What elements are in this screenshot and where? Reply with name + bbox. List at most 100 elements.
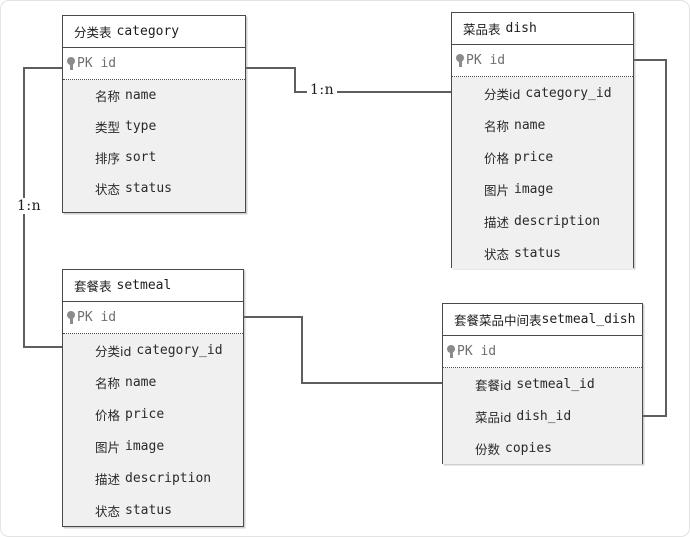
field-label-cn: 状态 [95, 182, 121, 197]
entity-dish-title-en: dish [505, 21, 537, 36]
entity-dish-pk-row: PK id [452, 45, 633, 77]
connector-category-setmeal-seg3 [23, 346, 63, 348]
field-label-en: category_id [525, 85, 612, 101]
field-label-en: type [125, 119, 157, 134]
connector-setmeal-setmealdish-seg3 [301, 382, 442, 384]
field-label-cn: 价格 [95, 407, 121, 423]
field-label-cn: 菜品id [475, 409, 512, 425]
field-row: 类型 type [63, 111, 245, 142]
connector-dish-setmealdish-seg1 [634, 59, 667, 61]
field-label-cn: 分类id [95, 343, 132, 359]
entity-dish-body: 分类id category_id 名称 name 价格 price 图片 ima… [452, 77, 633, 269]
entity-setmeal-dish-pk-row: PK id [443, 336, 642, 368]
entity-setmeal-body: 分类id category_id 名称 name 价格 price 图片 ima… [63, 334, 243, 526]
field-label-en: status [125, 502, 172, 518]
field-row: 描述 description [63, 462, 243, 494]
field-row: 份数 copies [443, 432, 642, 464]
field-row: 套餐id setmeal_id [443, 368, 642, 400]
connector-dish-setmealdish-seg2 [665, 59, 667, 416]
field-label-en: description [125, 470, 212, 486]
field-label-cn: 图片 [95, 439, 121, 455]
field-label-cn: 图片 [484, 182, 510, 198]
field-label-en: setmeal_id [516, 376, 595, 392]
field-label-en: price [125, 406, 165, 422]
field-label-cn: 份数 [475, 441, 501, 457]
field-label-cn: 描述 [484, 214, 510, 230]
connector-setmeal-setmealdish-seg1 [244, 316, 302, 318]
cardinality-label-category-setmeal: 1:n [14, 198, 45, 214]
field-row: 价格 price [452, 141, 633, 173]
entity-category-header: 分类表 category [63, 16, 245, 48]
field-row: 状态 status [63, 173, 245, 204]
field-label-en: price [514, 149, 554, 165]
field-row: 图片 image [63, 430, 243, 462]
field-label-cn: 名称 [95, 375, 121, 391]
field-label-en: name [125, 374, 157, 390]
entity-setmeal-title-en: setmeal [116, 278, 172, 293]
entity-category-pk-label: PK id [77, 56, 117, 71]
connector-category-dish-seg3 [294, 91, 451, 93]
entity-setmeal-dish-header: 套餐菜品中间表 setmeal_dish [443, 304, 642, 336]
entity-setmeal-dish-pk-label: PK id [457, 344, 497, 359]
field-label-cn: 状态 [95, 503, 121, 519]
field-label-en: description [514, 213, 601, 229]
entity-setmeal-pk-label: PK id [77, 310, 117, 325]
entity-category-pk-row: PK id [63, 48, 245, 80]
entity-setmeal-pk-row: PK id [63, 302, 243, 334]
field-label-cn: 名称 [484, 118, 510, 134]
field-label-cn: 排序 [95, 151, 121, 166]
field-label-cn: 分类id [484, 86, 521, 102]
entity-category[interactable]: 分类表 category PK id 名称 name 类型 type 排序 so… [62, 15, 246, 213]
cardinality-label-category-dish: 1:n [307, 82, 338, 98]
connector-category-dish-seg1 [246, 67, 295, 69]
field-row: 状态 status [452, 237, 633, 269]
key-icon [447, 344, 456, 359]
field-row: 描述 description [452, 205, 633, 237]
connector-category-dish-seg2 [294, 67, 296, 92]
field-label-en: sort [125, 150, 157, 165]
connector-setmeal-setmealdish-seg2 [301, 316, 303, 383]
field-label-cn: 名称 [95, 89, 121, 104]
entity-setmeal-dish[interactable]: 套餐菜品中间表 setmeal_dish PK id 套餐id setmeal_… [442, 303, 643, 464]
field-label-cn: 类型 [95, 120, 121, 135]
field-label-cn: 套餐id [475, 377, 512, 393]
key-icon [67, 310, 76, 325]
connector-dish-setmealdish-seg3 [643, 415, 667, 417]
entity-category-title-en: category [116, 24, 180, 39]
field-label-en: status [125, 181, 172, 196]
field-row: 名称 name [63, 80, 245, 111]
entity-setmeal-header: 套餐表 setmeal [63, 270, 243, 302]
entity-dish-pk-label: PK id [466, 53, 506, 68]
key-icon [456, 53, 465, 68]
field-label-cn: 描述 [95, 471, 121, 487]
entity-setmeal-title-cn: 套餐表 [74, 279, 112, 294]
field-row: 图片 image [452, 173, 633, 205]
entity-category-body: 名称 name 类型 type 排序 sort 状态 status [63, 80, 245, 204]
field-label-en: name [125, 88, 157, 103]
entity-dish-title-cn: 菜品表 [463, 22, 501, 37]
field-label-cn: 价格 [484, 150, 510, 166]
connector-category-setmeal-seg1 [23, 67, 63, 69]
field-row: 菜品id dish_id [443, 400, 642, 432]
field-row: 价格 price [63, 398, 243, 430]
field-label-en: copies [505, 440, 552, 456]
entity-setmeal[interactable]: 套餐表 setmeal PK id 分类id category_id 名称 na… [62, 269, 244, 527]
field-label-en: image [125, 438, 165, 454]
field-label-en: dish_id [516, 408, 572, 424]
entity-category-title-cn: 分类表 [74, 25, 112, 40]
entity-dish-header: 菜品表 dish [452, 13, 633, 45]
field-label-cn: 状态 [484, 246, 510, 262]
entity-setmeal-dish-title-cn: 套餐菜品中间表 [454, 313, 542, 328]
field-label-en: category_id [136, 342, 223, 358]
entity-setmeal-dish-body: 套餐id setmeal_id 菜品id dish_id 份数 copies [443, 368, 642, 464]
entity-setmeal-dish-title-en: setmeal_dish [541, 312, 636, 327]
entity-dish[interactable]: 菜品表 dish PK id 分类id category_id 名称 name … [451, 12, 634, 269]
key-icon [67, 56, 76, 71]
field-label-en: image [514, 181, 554, 197]
field-row: 排序 sort [63, 142, 245, 173]
field-row: 分类id category_id [452, 77, 633, 109]
field-row: 名称 name [452, 109, 633, 141]
field-label-en: name [514, 117, 546, 133]
field-row: 分类id category_id [63, 334, 243, 366]
